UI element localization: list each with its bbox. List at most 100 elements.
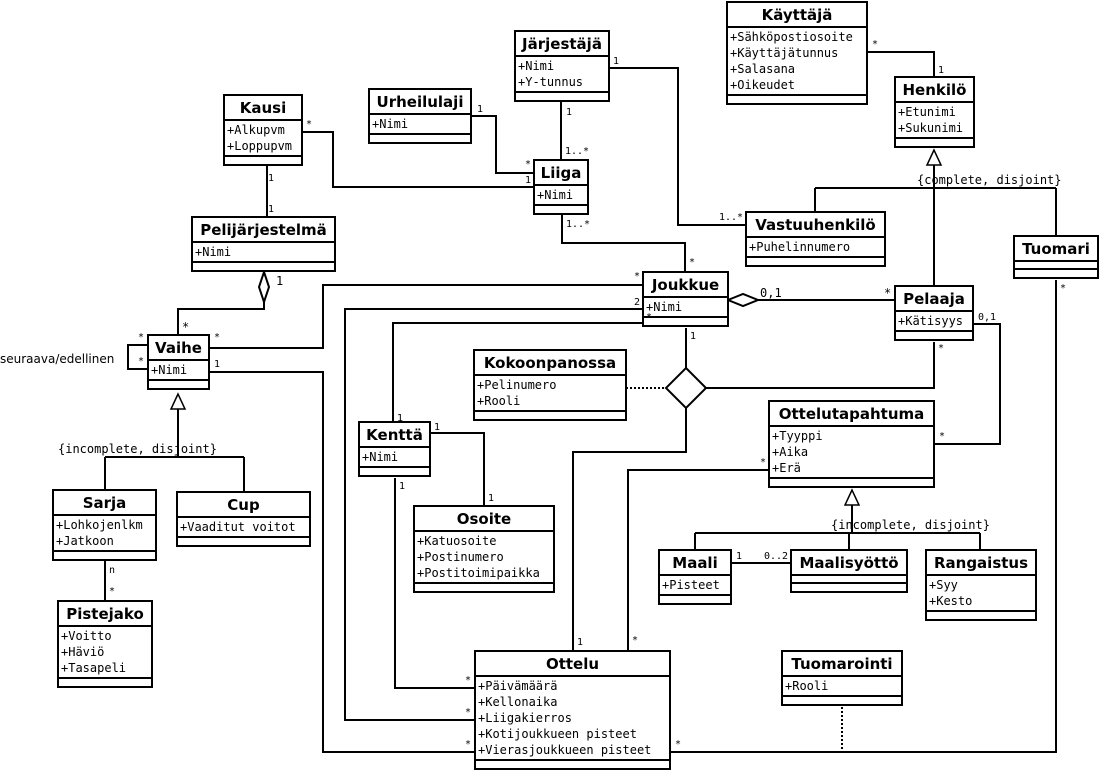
attribute: +Erä <box>772 461 801 475</box>
class-operations <box>475 412 625 419</box>
multiplicity: 1 <box>268 173 275 184</box>
class-operations <box>535 206 587 213</box>
class-kokoonpanossa[interactable]: Kokoonpanossa +Pelinumero +Rooli <box>473 349 627 421</box>
class-attributes: +Voitto +Häviö +Tasapeli <box>59 627 151 679</box>
class-vaihe[interactable]: Vaihe +Nimi <box>147 334 210 390</box>
class-pelaaja[interactable]: Pelaaja +Kätisyys <box>894 285 974 341</box>
class-name: Vastuuhenkilö <box>747 213 884 238</box>
attribute: +Pelinumero <box>477 378 557 392</box>
class-operations <box>896 332 972 339</box>
class-operations <box>193 263 334 270</box>
class-operations <box>770 479 933 486</box>
class-attributes: +Puhelinnumero <box>747 238 884 258</box>
class-attributes: +Tyyppi +Aika +Erä <box>770 427 933 479</box>
multiplicity: 1 <box>397 413 404 424</box>
class-attributes: +Katuosoite +Postinumero +Postitoimipaik… <box>415 532 553 584</box>
assoc-pelaaja-ottelutapahtuma <box>935 323 1001 445</box>
nary-assoc-diamond <box>664 366 708 410</box>
class-attributes: +Kätisyys <box>896 312 972 332</box>
attribute: +Etunimi <box>898 105 956 119</box>
attribute: +Vierasjoukkueen pisteet <box>478 743 652 757</box>
multiplicity: * <box>465 739 472 750</box>
class-maalisyotto[interactable]: Maalisyöttö <box>790 549 908 593</box>
attribute: +Kätisyys <box>898 314 964 328</box>
class-name: Ottelutapahtuma <box>770 402 933 427</box>
class-jarjestaja[interactable]: Järjestäjä +Nimi +Y-tunnus <box>514 30 610 102</box>
attribute: +Pisteet <box>662 578 720 592</box>
attribute: +Postitoimipaikka <box>417 566 540 580</box>
aggr-diamond-pelijarjestelma <box>257 268 271 306</box>
assoc-kentta-osoite <box>430 432 485 506</box>
class-pistejako[interactable]: Pistejako +Voitto +Häviö +Tasapeli <box>57 600 153 688</box>
class-operations <box>54 552 155 559</box>
attribute: +Päivämäärä <box>478 679 558 693</box>
class-name: Tuomari <box>1015 237 1097 262</box>
class-maali[interactable]: Maali +Pisteet <box>658 549 732 605</box>
class-name: Ottelu <box>476 652 669 677</box>
multiplicity: 1 <box>736 551 743 562</box>
class-attributes: +Vaaditut voitot <box>178 518 309 538</box>
class-attributes: +Nimi +Y-tunnus <box>516 57 608 93</box>
attribute: +Sähköpostiosoite <box>730 30 853 44</box>
class-vastuuhenkilo[interactable]: Vastuuhenkilö +Puhelinnumero <box>745 211 886 267</box>
class-rangaistus[interactable]: Rangaistus +Syy +Kesto <box>925 549 1037 621</box>
class-tuomarointi[interactable]: Tuomarointi +Rooli <box>781 650 903 706</box>
class-name: Pelijärjestelmä <box>193 218 334 243</box>
multiplicity: * <box>182 320 190 334</box>
class-urheilulaji[interactable]: Urheilulaji +Nimi <box>368 88 472 144</box>
attribute: +Y-tunnus <box>518 75 584 89</box>
class-attributes: +Nimi <box>535 186 587 206</box>
class-operations <box>415 584 553 591</box>
constraint-henkilo-generalization: {complete, disjoint} <box>917 173 1062 187</box>
class-name: Joukkue <box>644 273 727 298</box>
multiplicity: 1 <box>268 204 275 215</box>
class-cup[interactable]: Cup +Vaaditut voitot <box>176 491 311 547</box>
class-name: Tuomarointi <box>783 652 901 677</box>
class-operations <box>59 679 151 686</box>
class-operations <box>896 139 973 146</box>
class-operations <box>927 612 1035 619</box>
class-name: Käyttäjä <box>728 3 866 28</box>
class-attributes: +Nimi <box>193 243 334 263</box>
class-name: Urheilulaji <box>370 90 470 115</box>
class-kayttaja[interactable]: Käyttäjä +Sähköpostiosoite +Käyttäjätunn… <box>726 1 868 105</box>
class-henkilo[interactable]: Henkilö +Etunimi +Sukunimi <box>894 76 975 148</box>
class-pelijarjestelma[interactable]: Pelijärjestelmä +Nimi <box>191 216 336 272</box>
attribute: +Salasana <box>730 62 796 76</box>
class-operations <box>747 258 884 265</box>
class-liiga[interactable]: Liiga +Nimi <box>533 159 589 215</box>
attribute: +Sukunimi <box>898 121 964 135</box>
multiplicity: 1..* <box>565 146 590 157</box>
class-attributes: +Sähköpostiosoite +Käyttäjätunnus +Salas… <box>728 28 866 96</box>
attribute: +Nimi <box>151 363 188 377</box>
multiplicity: 1 <box>938 65 945 76</box>
class-kentta[interactable]: Kenttä +Nimi <box>358 421 431 477</box>
class-name: Pelaaja <box>896 287 972 312</box>
attribute: +Voitto <box>61 629 112 643</box>
constraint-vaihe-generalization: {incomplete, disjoint} <box>58 442 217 456</box>
gen-triangle-vaihe <box>169 392 187 410</box>
multiplicity: 1 <box>566 107 573 118</box>
class-kausi[interactable]: Kausi +Alkupvm +Loppupvm <box>223 94 303 166</box>
class-name: Liiga <box>535 161 587 186</box>
multiplicity: * <box>465 707 472 718</box>
class-osoite[interactable]: Osoite +Katuosoite +Postinumero +Postito… <box>413 505 555 593</box>
class-operations <box>1015 270 1097 277</box>
gen-triangle-ottelutapahtuma <box>843 488 861 506</box>
class-ottelu[interactable]: Ottelu +Päivämäärä +Kellonaika +Liigakie… <box>474 650 671 770</box>
assoc-kayttaja-henkilo <box>867 51 935 79</box>
class-operations <box>476 761 669 768</box>
class-name: Kenttä <box>360 423 429 448</box>
class-operations <box>149 381 208 388</box>
class-ottelutapahtuma[interactable]: Ottelutapahtuma +Tyyppi +Aika +Erä <box>768 400 935 488</box>
class-name: Kokoonpanossa <box>475 351 625 376</box>
attribute: +Aika <box>772 445 809 459</box>
class-joukkue[interactable]: Joukkue +Nimi <box>642 271 729 327</box>
attribute: +Nimi <box>362 450 399 464</box>
multiplicity: * <box>109 586 116 597</box>
class-sarja[interactable]: Sarja +Lohkojenlkm +Jatkoon <box>52 489 157 561</box>
multiplicity: 0,1 <box>760 286 782 300</box>
class-tuomari[interactable]: Tuomari <box>1013 235 1099 279</box>
attribute: +Kotijoukkueen pisteet <box>478 727 637 741</box>
